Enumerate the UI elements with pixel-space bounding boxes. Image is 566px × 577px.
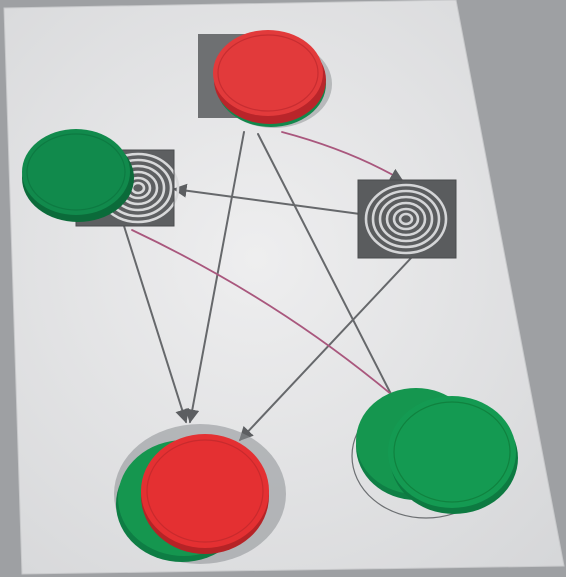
- chip-stack-bottom-left: [114, 424, 286, 564]
- arrow-top-to-bottom-left: [185, 131, 245, 424]
- arrows: [123, 131, 413, 442]
- chip-red: [213, 30, 323, 116]
- chip-stack-bottom-right: [351, 388, 518, 519]
- chip-stack-left: [22, 129, 134, 222]
- chip-green: [22, 129, 130, 215]
- pink-arrows: [131, 131, 404, 401]
- chip-stack-top: [213, 30, 332, 128]
- arrow-left-to-bottom-right: [131, 229, 399, 401]
- arrow-left-to-bottom-left: [123, 225, 189, 424]
- arrow-top-to-bottom-right: [257, 133, 394, 399]
- arrow-image-right-to-bottom-left: [239, 256, 413, 442]
- spiral-image-right: [357, 179, 457, 259]
- arrow-top-to-image-right: [281, 131, 404, 181]
- arrow-image-right-to-left: [172, 183, 361, 215]
